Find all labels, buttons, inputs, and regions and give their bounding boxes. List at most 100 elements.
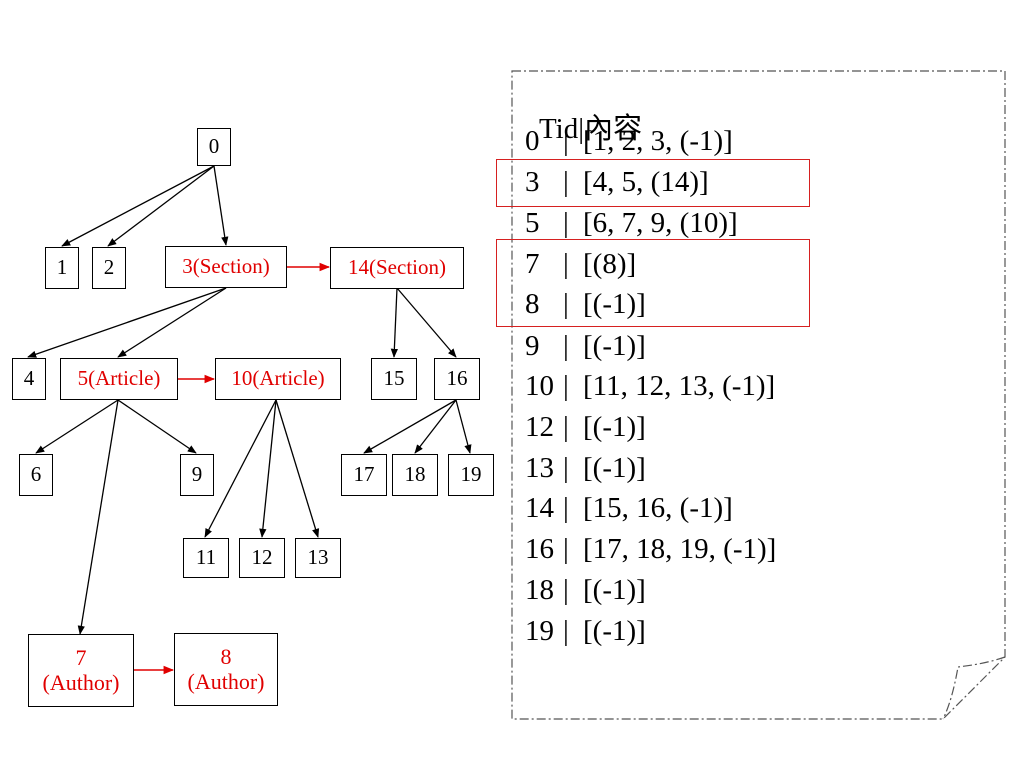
table-row: 18 | [(-1)] <box>525 576 646 605</box>
row-tid: 0 <box>525 125 540 157</box>
tree-node-10-article: 10(Article) <box>215 358 341 400</box>
edge-10-11 <box>204 399 277 538</box>
tree-node-7-author: 7 (Author) <box>28 634 134 707</box>
edge-5-7 <box>77 399 119 635</box>
row-tid: 10 <box>525 370 554 402</box>
tree-node-1: 1 <box>45 247 79 289</box>
header-tid: Tid <box>538 113 579 145</box>
row-tid: 7 <box>525 248 540 280</box>
tree-node-13: 13 <box>295 538 341 578</box>
row-tid: 8 <box>525 288 540 320</box>
row-separator: | <box>563 615 569 647</box>
edge-14-15 <box>390 287 398 358</box>
table-header: Tid|內容 <box>525 86 642 144</box>
row-separator: | <box>563 288 569 320</box>
edge-16-19 <box>455 399 472 454</box>
header-content: 內容 <box>584 113 643 145</box>
row-content: [15, 16, (-1)] <box>583 492 733 524</box>
row-content: [(-1)] <box>583 330 646 362</box>
edge-3-5 <box>117 287 227 358</box>
edge-3-4 <box>27 287 227 358</box>
row-separator: | <box>563 411 569 443</box>
row-tid: 13 <box>525 452 554 484</box>
row-content: [4, 5, (14)] <box>583 166 709 198</box>
note-outline <box>511 70 1006 720</box>
row-content: [11, 12, 13, (-1)] <box>583 370 776 402</box>
tree-node-8-author: 8 (Author) <box>174 633 278 706</box>
row-separator: | <box>563 574 569 606</box>
row-content: [(-1)] <box>583 574 646 606</box>
row-separator: | <box>563 452 569 484</box>
table-row: 9 | [(-1)] <box>525 332 646 361</box>
tree-node-4: 4 <box>12 358 46 400</box>
tree-node-16: 16 <box>434 358 480 400</box>
table-row: 3 | [4, 5, (14)] <box>525 168 709 197</box>
row-separator: | <box>563 166 569 198</box>
table-row: 14 | [15, 16, (-1)] <box>525 494 733 523</box>
table-row: 0 | [1, 2, 3, (-1)] <box>525 127 733 156</box>
row-separator: | <box>563 125 569 157</box>
tree-node-15: 15 <box>371 358 417 400</box>
sibling-edges <box>134 262 331 675</box>
tree-node-11: 11 <box>183 538 229 578</box>
table-row: 7 | [(8)] <box>525 250 636 279</box>
edge-5-6 <box>35 399 119 454</box>
table-row: 16 | [17, 18, 19, (-1)] <box>525 535 776 564</box>
table-row: 13 | [(-1)] <box>525 454 646 483</box>
row-tid: 3 <box>525 166 540 198</box>
row-tid: 12 <box>525 411 554 443</box>
row-tid: 5 <box>525 207 540 239</box>
row-separator: | <box>563 248 569 280</box>
row-content: [(-1)] <box>583 452 646 484</box>
row-tid: 16 <box>525 533 554 565</box>
table-row: 12 | [(-1)] <box>525 413 646 442</box>
row-tid: 14 <box>525 492 554 524</box>
edge-0-3 <box>213 165 229 246</box>
edge-16-17 <box>363 399 457 454</box>
child-edges <box>27 165 472 635</box>
tree-node-19: 19 <box>448 454 494 496</box>
highlight-rows-7-8 <box>496 239 810 327</box>
tree-node-14-section: 14(Section) <box>330 247 464 289</box>
note-frame <box>511 70 1006 720</box>
edge-14-16 <box>396 287 457 358</box>
tree-node-3-section: 3(Section) <box>165 246 287 288</box>
row-tid: 9 <box>525 330 540 362</box>
tree-node-2: 2 <box>92 247 126 289</box>
header-separator: | <box>578 113 585 145</box>
row-content: [(-1)] <box>583 411 646 443</box>
row-separator: | <box>563 330 569 362</box>
tree-node-9: 9 <box>180 454 214 496</box>
edge-0-1 <box>61 165 215 247</box>
edge-16-18 <box>414 399 457 454</box>
row-content: [(-1)] <box>583 288 646 320</box>
edge-5-9 <box>117 399 197 454</box>
table-row: 10 | [11, 12, 13, (-1)] <box>525 372 775 401</box>
highlight-row-3 <box>496 159 810 207</box>
row-separator: | <box>563 207 569 239</box>
edge-10-13 <box>275 399 320 538</box>
table-row: 19 | [(-1)] <box>525 617 646 646</box>
tree-node-0: 0 <box>197 128 231 166</box>
tree-node-18: 18 <box>392 454 438 496</box>
edge-0-2 <box>107 165 215 247</box>
row-separator: | <box>563 533 569 565</box>
tree-node-6: 6 <box>19 454 53 496</box>
tree-node-12: 12 <box>239 538 285 578</box>
row-separator: | <box>563 370 569 402</box>
note-dog-ear <box>942 656 1006 720</box>
tree-node-5-article: 5(Article) <box>60 358 178 400</box>
edge-10-12 <box>259 399 277 538</box>
row-content: [1, 2, 3, (-1)] <box>583 125 733 157</box>
tree-node-17: 17 <box>341 454 387 496</box>
row-content: [(-1)] <box>583 615 646 647</box>
row-content: [17, 18, 19, (-1)] <box>583 533 777 565</box>
row-tid: 18 <box>525 574 554 606</box>
row-content: [6, 7, 9, (10)] <box>583 207 738 239</box>
row-content: [(8)] <box>583 248 637 280</box>
row-separator: | <box>563 492 569 524</box>
table-row: 8 | [(-1)] <box>525 290 646 319</box>
table-row: 5 | [6, 7, 9, (10)] <box>525 209 738 238</box>
row-tid: 19 <box>525 615 554 647</box>
